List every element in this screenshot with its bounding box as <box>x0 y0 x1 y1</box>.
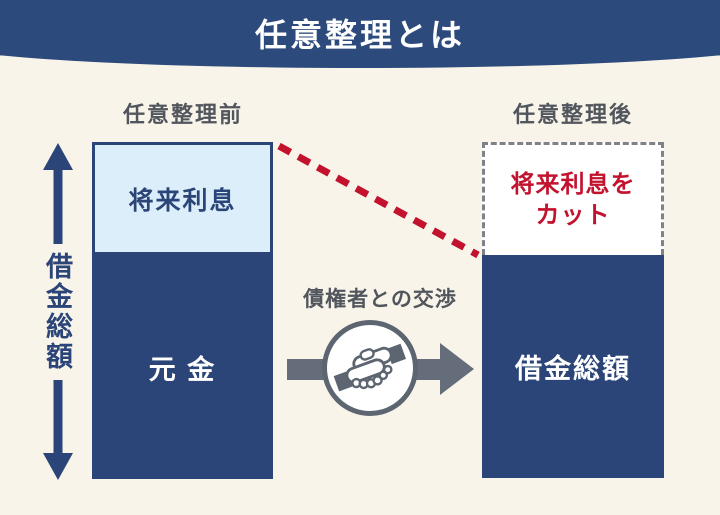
total-debt-box: 借金総額 <box>482 255 664 478</box>
future-interest-label: 将来利息 <box>128 186 237 215</box>
handshake-icon <box>333 343 407 392</box>
after-column-label: 任意整理後 <box>512 102 633 127</box>
principal-box: 元 金 <box>92 255 273 479</box>
negotiation-label: 債権者との交渉 <box>303 288 457 311</box>
future-interest-box: 将来利息 <box>92 142 273 255</box>
interest-cut-box: 将来利息を カット <box>482 142 664 255</box>
header-band <box>0 0 720 68</box>
interest-cut-line2: カット <box>535 202 611 229</box>
before-column-label: 任意整理前 <box>122 102 243 127</box>
page-title: 任意整理とは <box>254 17 465 53</box>
principal-label: 元 金 <box>148 354 217 385</box>
handshake-badge <box>322 320 418 416</box>
interest-cut-line1: 将来利息を <box>510 170 636 198</box>
axis-label-total-debt: 借金総額 <box>39 244 77 380</box>
total-debt-label: 借金総額 <box>515 354 631 384</box>
